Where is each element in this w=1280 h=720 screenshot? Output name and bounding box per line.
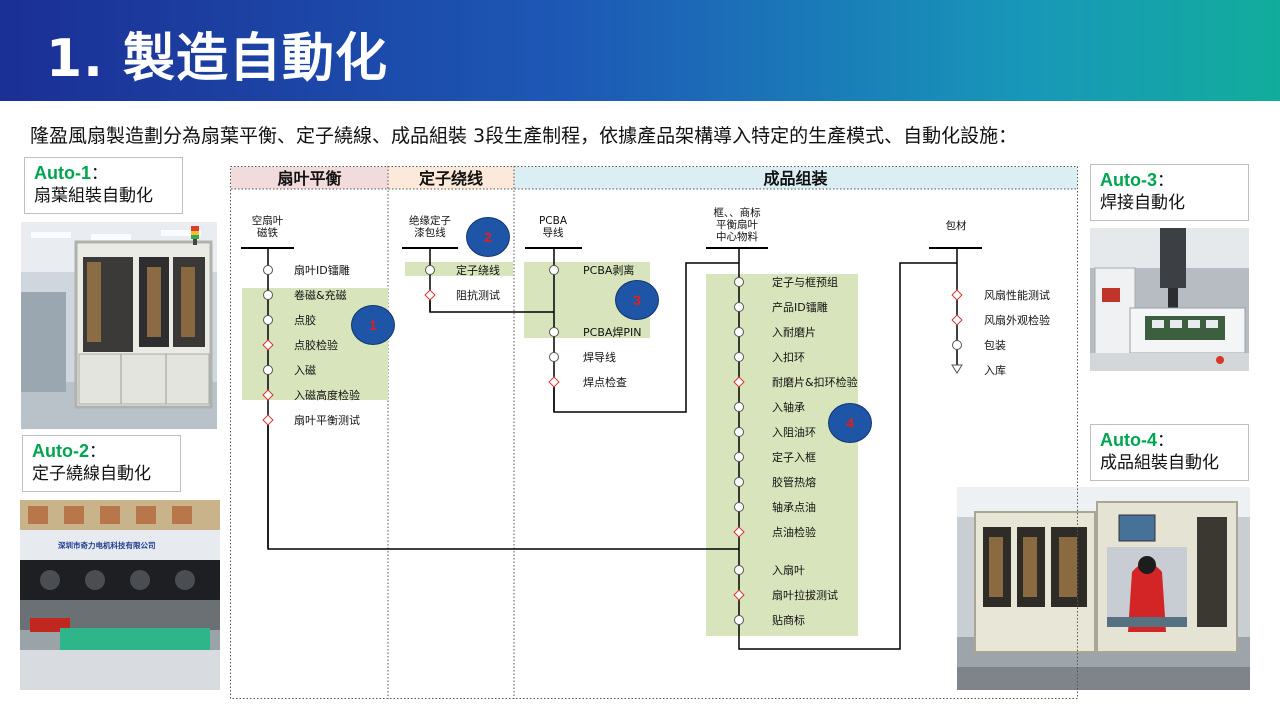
step-assembly-10: 轴承点油 [772, 501, 816, 514]
step-fan-7: 扇叶平衡测试 [294, 414, 360, 427]
step-assembly-5: 耐磨片&扣环检验 [772, 376, 858, 389]
automation-badge-4: 4 [828, 403, 872, 443]
stage-header-final-assembly: 成品组装 [763, 169, 828, 188]
stage-header-bg-1 [231, 167, 388, 189]
automation-badge-1: 1 [351, 305, 395, 345]
auto3-desc: 焊接自動化 [1100, 193, 1185, 213]
stage-header-bg-3 [514, 167, 1077, 189]
source-pack: 包材 [945, 220, 967, 232]
auto3-code: Auto-3 [1100, 170, 1157, 190]
auto4-desc: 成品組裝自動化 [1100, 453, 1219, 473]
step-fan-6: 入磁高度检验 [294, 389, 360, 402]
fan-step-markers [262, 265, 274, 426]
stage-header-stator-winding: 定子绕线 [418, 169, 483, 188]
step-fan-3: 点胶 [294, 314, 316, 327]
auto1-code: Auto-1 [34, 163, 91, 183]
auto2-code: Auto-2 [32, 441, 89, 461]
step-pack-3: 包装 [984, 339, 1006, 352]
stator-step-markers [424, 265, 436, 301]
step-pcba-3: 焊导线 [583, 351, 616, 364]
source-pcba: PCBA 导线 [538, 215, 568, 239]
step-assembly-7: 入阻油环 [772, 426, 816, 439]
auto1-label: Auto-1： 扇葉組裝自動化 [24, 157, 183, 214]
assembly-group-bg [706, 274, 858, 636]
source-fan: 空扇叶 磁铁 [251, 215, 284, 239]
step-pack-1: 风扇性能测试 [984, 289, 1050, 302]
auto1-desc: 扇葉組裝自動化 [34, 186, 153, 206]
step-assembly-13: 扇叶拉拔测试 [772, 589, 838, 602]
auto2-label: Auto-2： 定子繞線自動化 [22, 435, 181, 492]
auto2-photo: 深圳市奇力电机科技有限公司 [20, 500, 220, 690]
process-flow-canvas [230, 166, 1078, 699]
auto2-sign-text: 深圳市奇力电机科技有限公司 [58, 541, 156, 550]
step-fan-4: 点胶检验 [294, 339, 338, 352]
automation-badge-2: 2 [466, 217, 510, 257]
auto4-code: Auto-4 [1100, 430, 1157, 450]
step-pack-4: 入库 [984, 364, 1006, 377]
step-pcba-1: PCBA剥离 [583, 264, 635, 277]
step-fan-5: 入磁 [294, 364, 316, 377]
step-pcba-2: PCBA焊PIN [583, 326, 642, 339]
step-stator-1: 定子绕线 [456, 264, 500, 277]
auto3-label: Auto-3： 焊接自動化 [1090, 164, 1249, 221]
auto1-photo [21, 222, 217, 429]
step-pcba-4: 焊点检查 [583, 376, 627, 389]
stage-header-bg-2 [388, 167, 514, 189]
step-assembly-14: 贴商标 [772, 614, 805, 627]
auto2-desc: 定子繞線自動化 [32, 464, 151, 484]
auto4-photo [957, 487, 1250, 690]
assembly-step-markers [733, 277, 745, 625]
step-assembly-2: 产品ID镭雕 [772, 301, 828, 314]
source-stator: 绝缘定子 漆包线 [409, 215, 451, 239]
step-fan-1: 扇叶ID镭雕 [294, 264, 350, 277]
step-assembly-1: 定子与框预组 [772, 276, 838, 289]
auto3-photo [1090, 228, 1249, 371]
step-fan-2: 卷磁&充磁 [294, 289, 347, 302]
step-assembly-6: 入轴承 [772, 401, 805, 414]
source-frame: 框、、商标 平衡扇叶 中心物料 [713, 207, 761, 243]
pcba-step-markers [548, 265, 560, 388]
step-pack-2: 风扇外观检验 [984, 314, 1050, 327]
step-stator-2: 阻抗测试 [456, 289, 500, 302]
step-assembly-9: 胶管热熔 [772, 476, 816, 489]
automation-badge-3: 3 [615, 280, 659, 320]
step-assembly-11: 点油检验 [772, 526, 816, 539]
header-banner: 1. 製造自動化 [0, 0, 1280, 101]
step-assembly-8: 定子入框 [772, 451, 816, 464]
step-assembly-3: 入耐磨片 [772, 326, 816, 339]
process-flow-diagram: 扇叶平衡 定子绕线 成品组装 空扇叶 磁铁 绝缘定子 漆包线 PCBA 导线 框… [230, 166, 1078, 699]
auto4-label: Auto-4： 成品組裝自動化 [1090, 424, 1249, 481]
step-assembly-12: 入扇叶 [772, 564, 805, 577]
stage-header-fan-balance: 扇叶平衡 [277, 169, 342, 188]
page-title: 1. 製造自動化 [46, 29, 389, 89]
step-assembly-4: 入扣环 [772, 351, 805, 364]
intro-text: 隆盈風扇製造劃分為扇葉平衡、定子繞線、成品組裝 3段生產制程，依據產品架構導入特… [30, 125, 1018, 147]
pack-step-markers [951, 289, 963, 374]
